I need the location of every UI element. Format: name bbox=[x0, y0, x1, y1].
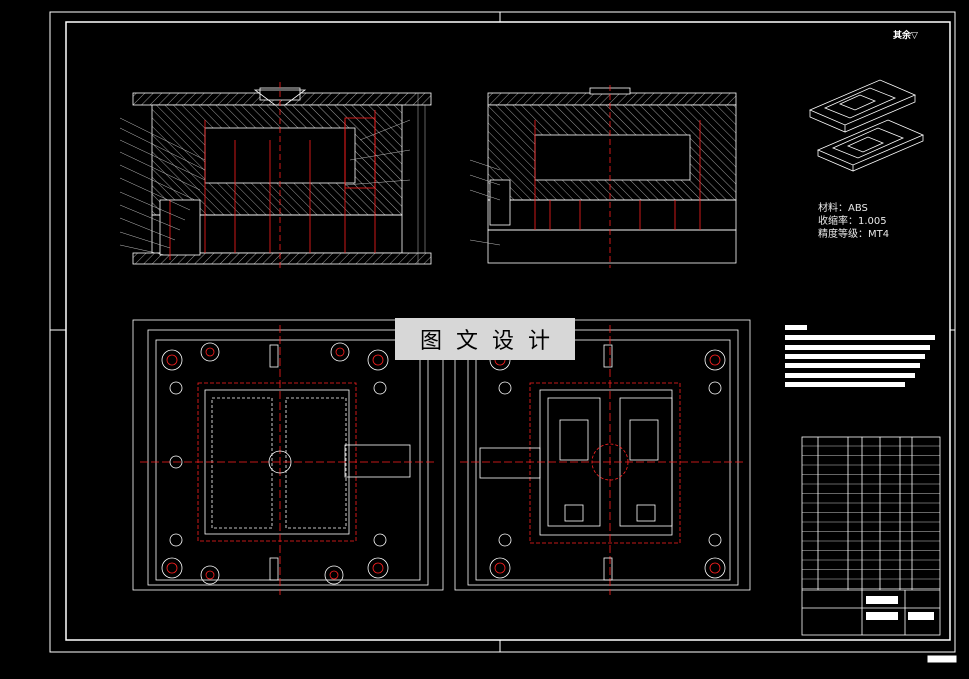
title-block bbox=[801, 436, 941, 636]
parts-list-rows bbox=[802, 445, 940, 589]
section-view-right bbox=[469, 85, 737, 268]
material-note: 材料：ABS bbox=[818, 203, 868, 214]
surface-roughness-mark: 其余▽ bbox=[893, 31, 918, 41]
part-isometric-view bbox=[808, 79, 925, 172]
accuracy-note: 精度等级：MT4 bbox=[818, 229, 890, 240]
plan-view-left bbox=[132, 319, 444, 595]
title-block-fills bbox=[866, 596, 934, 620]
shrinkage-note: 收缩率：1.005 bbox=[818, 216, 887, 227]
sheet-border bbox=[49, 11, 957, 663]
section-view-left bbox=[119, 82, 432, 268]
plan-view-right bbox=[454, 319, 751, 595]
technical-requirements bbox=[785, 325, 935, 387]
watermark-label: 图文设计 bbox=[395, 318, 575, 360]
